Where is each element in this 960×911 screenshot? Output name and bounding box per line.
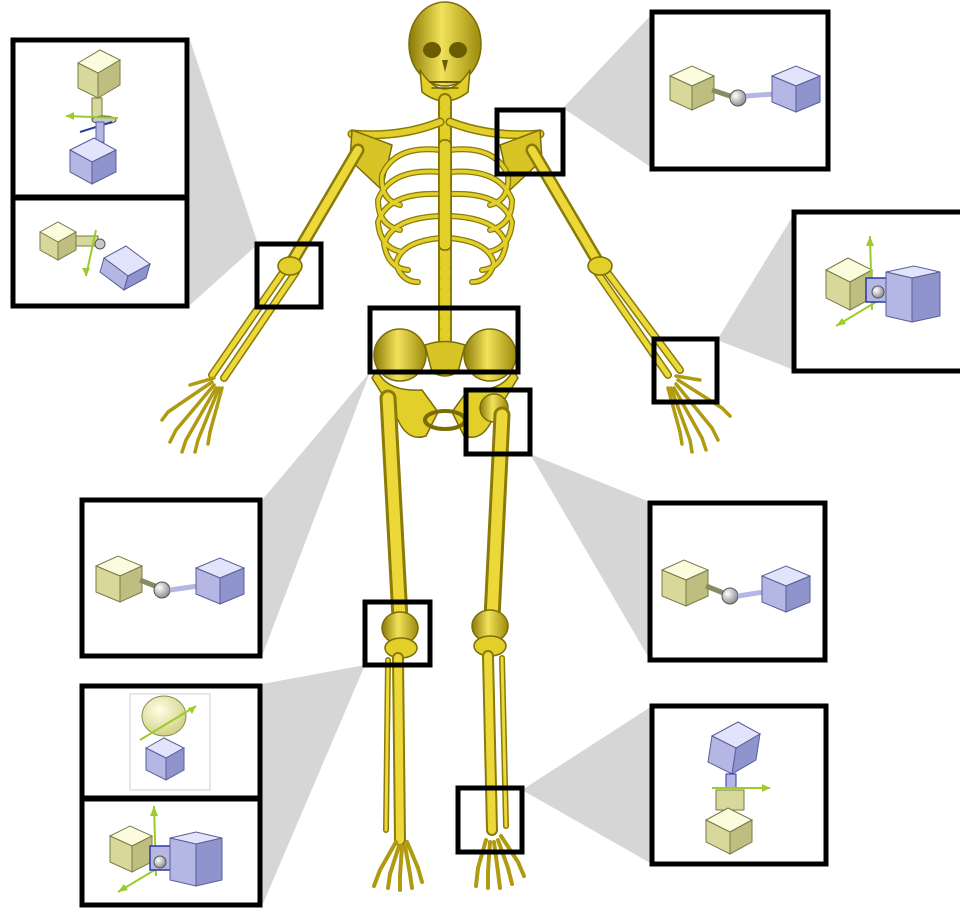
- callout-wrist-left: [717, 214, 794, 370]
- sternum: [439, 140, 451, 250]
- clavicle-right-fill: [352, 122, 440, 135]
- callout-pelvis: [262, 372, 370, 656]
- inset-elbow-top: [13, 40, 187, 197]
- inset-hip: [650, 503, 825, 660]
- inset-knee-top: [82, 686, 260, 798]
- left-foot: [476, 836, 524, 888]
- inset-ankle: [652, 706, 826, 864]
- callout-ankle-left: [522, 706, 652, 864]
- right-hand: [162, 378, 222, 452]
- inset-elbow-bottom: [13, 198, 187, 306]
- inset-knee-bottom: [82, 799, 260, 905]
- inset-pelvis: [82, 500, 260, 656]
- left-hand: [668, 376, 730, 452]
- callout-knee-right: [262, 665, 365, 906]
- left-leg: [472, 394, 508, 830]
- callout-shoulder-left: [563, 14, 652, 168]
- inset-shoulder: [652, 12, 828, 169]
- right-leg: [382, 398, 418, 840]
- right-foot: [374, 842, 422, 890]
- skull: [409, 2, 481, 101]
- inset-wrist: [794, 212, 960, 371]
- callout-hip-left: [530, 454, 650, 660]
- callout-elbow-right: [190, 40, 258, 305]
